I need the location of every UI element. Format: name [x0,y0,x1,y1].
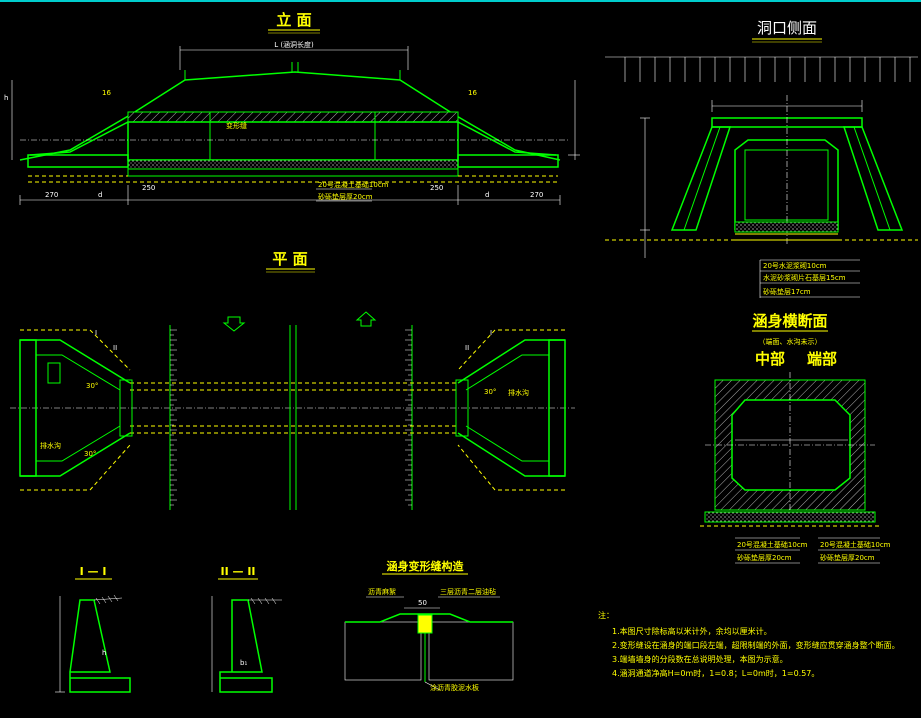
plan-angle-left: 30° [86,382,98,390]
elev-dim-16-left: 16 [102,89,111,97]
plan-angle-right: 30° [484,388,496,396]
joint-dim-50: 50 [418,599,427,607]
joint-waterproof: 三层沥青二层油毡 [440,587,496,596]
section-I-title: I — I [80,565,107,578]
section-II-view: II — II b₁ [211,565,282,693]
elevation-view: 立 面 L (涵洞长度) [4,11,580,205]
plan-title: 平 面 [272,250,307,268]
cross-section-subtitle: （端面、水沟未示） [759,337,822,346]
dim-d-left: d [98,191,102,199]
note-4: 4.涵洞通道净高H=0m时，1=0.8；L=0m时，1=0.57。 [612,668,819,678]
elevation-title: 立 面 [276,11,311,29]
dim-270-right: 270 [530,191,543,199]
cross-section-middle-label: 中部 [755,350,785,368]
plan-mark-II-right: II [465,344,469,352]
joint-asphalt-clay: 涂沥青胶泥水板 [430,683,479,692]
plan-slope-lines [169,325,413,510]
plan-mark-II-left: II [113,344,117,352]
elev-dim-16-right: 16 [468,89,477,97]
joint-asphalt-hemp: 沥青麻絮 [368,587,396,596]
cs-end-base: 20号混凝土基础10cm [820,540,891,549]
plan-drain-right: 排水沟 [508,388,529,397]
notes-heading: 注： [598,610,614,620]
joint-title: 涵身变形缝构造 [387,559,465,573]
plan-drain-left: 排水沟 [40,441,61,450]
portal-base1: 20号水泥浆砌10cm [763,261,827,270]
portal-title: 洞口侧面 [757,19,817,37]
joint-detail-view: 涵身变形缝构造 沥青麻絮 三层沥青二层油毡 50 涂沥青胶泥水板 [344,559,514,692]
cross-section-title: 涵身横断面 [752,312,827,330]
flow-arrow-up-icon [355,311,377,327]
dim-270-left: 270 [45,191,58,199]
note-3: 3.端墙墙身的分段数在总说明处理，本图为示意。 [612,654,788,664]
elev-concrete-base: 20号混凝土基础10cm [318,180,389,189]
plan-mark-I-right: I [490,329,492,337]
dim-250-right: 250 [430,184,443,192]
elev-dim-h: h [4,94,8,102]
notes-block: 注： 1.本图尺寸除标高以米计外，余均以厘米计。 2.变形缝设在涵身的端口段左端… [598,610,900,678]
dim-d-right: d [485,191,489,199]
sec1-dim-h: h [102,649,106,657]
flow-arrow-down-icon [222,316,246,332]
dim-250-left: 250 [142,184,155,192]
portal-base2: 水泥砂浆砌片石基层15cm [763,273,846,282]
cs-end-gravel: 砂砾垫层厚20cm [820,553,875,562]
note-2: 2.变形缝设在涵身的端口段左端，超限制端的外面，变形缝应贯穿涵身整个断面。 [612,640,900,650]
elev-deformation-joint: 变形缝 [226,121,247,130]
portal-view: 洞口侧面 [605,19,918,298]
elev-gravel-layer: 砂砾垫层厚20cm [318,192,373,201]
note-1: 1.本图尺寸除标高以米计外，余均以厘米计。 [612,626,772,636]
cross-section-end-label: 端部 [807,350,837,368]
plan-angle-left-bottom: 30° [84,450,96,458]
plan-view: 平 面 [10,250,575,510]
section-I-view: I — I h [55,565,131,693]
cs-mid-base: 20号混凝土基础10cm [737,540,808,549]
elevation-length-dim: L (涵洞长度) [274,40,314,49]
section-II-title: II — II [220,565,255,578]
portal-base3: 砂砾垫层17cm [763,287,811,296]
cs-mid-gravel: 砂砾垫层厚20cm [737,553,792,562]
cross-section-view: 涵身横断面 （端面、水沟未示） 中部 端部 20号混凝土基础10cm 砂砾垫层厚… [700,312,891,564]
plan-mark-I-top: I [95,329,97,337]
sec2-dim-b1: b₁ [240,659,247,667]
